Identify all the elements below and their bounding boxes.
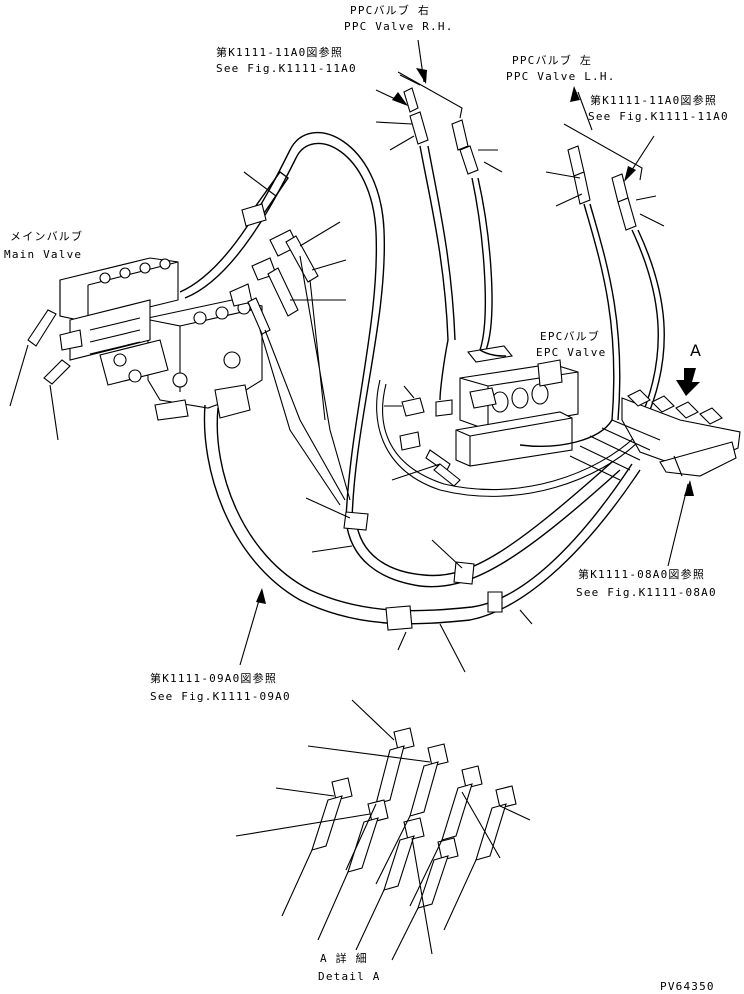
main-hose-loop-drawing — [203, 404, 641, 631]
main-valve-label-jp: メインバルブ — [10, 230, 84, 243]
detail-a-label-jp: A 詳 細 — [320, 952, 368, 965]
fig-ref-09a0-jp: 第K1111-09A0図参照 — [150, 672, 278, 685]
fig-ref-11a0-right-en: See Fig.K1111-11A0 — [588, 110, 729, 123]
ppc-valve-rh-label-jp: PPCバルブ 右 — [350, 4, 431, 17]
ppc-valve-rh-label-en: PPC Valve R.H. — [344, 20, 454, 33]
ppc-valve-lh-label-en: PPC Valve L.H. — [506, 70, 616, 83]
main-valve-drawing — [27, 257, 263, 421]
ppc-valve-lh-drawing — [545, 123, 665, 421]
hose-bundle-drawing — [179, 132, 386, 521]
fig-ref-09a0-en: See Fig.K1111-09A0 — [150, 690, 291, 703]
fig-ref-11a0-right-jp: 第K1111-11A0図参照 — [590, 94, 718, 107]
drawing-number: PV64350 — [660, 980, 715, 993]
fig-ref-11a0-left-jp: 第K1111-11A0図参照 — [216, 46, 344, 59]
main-valve-label-en: Main Valve — [4, 248, 83, 261]
epc-valve-drawing — [376, 339, 641, 497]
epc-valve-label-en: EPC Valve — [536, 346, 607, 359]
fig-ref-08a0-en: See Fig.K1111-08A0 — [576, 586, 717, 599]
detail-a-drawing — [235, 699, 531, 961]
epc-valve-label-jp: EPCバルブ — [540, 330, 601, 343]
fig-ref-11a0-left-en: See Fig.K1111-11A0 — [216, 62, 357, 75]
view-a-label: A — [690, 341, 703, 360]
view-a-arrow — [676, 368, 700, 396]
detail-a-label-en: Detail A — [318, 970, 381, 983]
fig-ref-08a0-jp: 第K1111-08A0図参照 — [578, 568, 706, 581]
ppc-valve-rh-drawing — [375, 71, 503, 351]
ppc-valve-lh-label-jp: PPCバルブ 左 — [512, 54, 593, 67]
